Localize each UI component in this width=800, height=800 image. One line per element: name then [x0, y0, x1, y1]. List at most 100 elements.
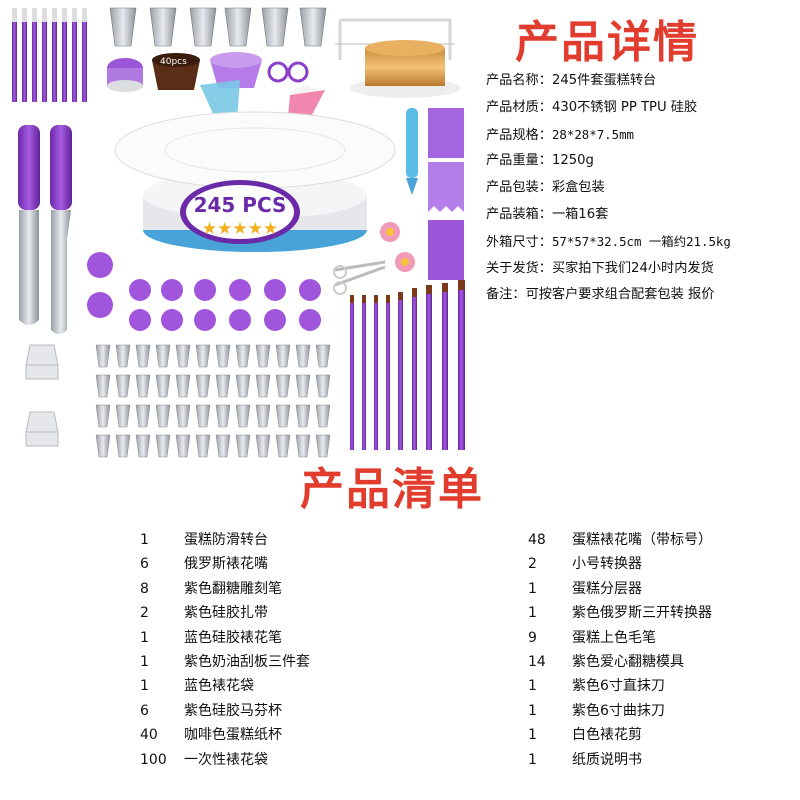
spec-value: 245件套蛋糕转台	[551, 73, 657, 88]
product-photo: 40pcs 245 PCS ★★★★★	[12, 7, 465, 458]
spec-row-packaging: 产品包装：彩盒包装	[486, 175, 800, 202]
list-item: 6 紫色硅胶马芬杯	[140, 699, 310, 723]
item-qty: 1	[528, 580, 537, 597]
spec-label: 产品包装：	[486, 180, 552, 196]
item-name: 蛋糕防滑转台	[184, 532, 268, 548]
flower-scissors	[333, 222, 415, 295]
item-name: 一次性裱花袋	[184, 751, 268, 768]
list-item: 6 俄罗斯裱花嘴	[140, 552, 310, 576]
item-qty: 2	[528, 556, 537, 573]
item-qty: 1	[140, 653, 149, 670]
fondant-molds	[87, 252, 321, 331]
list-title: 产品清单	[300, 464, 484, 515]
item-qty: 1	[140, 678, 149, 695]
cup-label: 40pcs	[160, 57, 187, 67]
blue-piping-pen	[406, 108, 418, 195]
item-name: 紫色硅胶马芬杯	[184, 702, 282, 719]
spec-label: 产品装箱：	[486, 206, 552, 222]
item-qty: 2	[140, 605, 149, 622]
item-qty: 1	[528, 678, 537, 695]
silicone-ties	[267, 61, 309, 83]
spec-label: 关于发货：	[486, 260, 552, 276]
item-qty: 6	[140, 702, 149, 719]
item-qty: 8	[140, 580, 149, 597]
item-name: 紫色翻糖雕刻笔	[184, 580, 282, 597]
spec-value: 买家拍下我们24小时内发货	[551, 260, 714, 276]
list-item: 9 蛋糕上色毛笔	[528, 626, 712, 650]
item-name: 小号转换器	[572, 556, 642, 573]
cream-scrapers	[428, 108, 464, 280]
item-name: 蓝色硅胶裱花笔	[184, 629, 282, 646]
item-name: 紫色6寸曲抹刀	[572, 702, 665, 719]
paint-brushes	[350, 280, 465, 450]
spatulas	[18, 125, 72, 334]
item-qty: 1	[528, 751, 537, 768]
spec-label: 产品材质：	[486, 99, 552, 115]
badge-text: 245 PCS	[194, 193, 287, 217]
item-name: 蓝色裱花袋	[184, 678, 254, 695]
list-item: 2 小号转换器	[528, 552, 712, 576]
spec-list: 产品名称：245件套蛋糕转台 产品材质：430不锈钢 PP TPU 硅胶 产品规…	[486, 68, 800, 309]
item-qty: 40	[140, 727, 158, 744]
item-qty: 14	[528, 653, 546, 670]
list-item: 1 蓝色裱花袋	[140, 674, 310, 698]
item-qty: 1	[528, 727, 537, 744]
cake	[350, 40, 460, 98]
list-item: 2 紫色硅胶扎带	[140, 601, 310, 625]
spec-row-name: 产品名称：245件套蛋糕转台	[486, 68, 800, 95]
item-name: 俄罗斯裱花嘴	[184, 556, 268, 573]
item-name: 蛋糕裱花嘴（带标号）	[572, 532, 712, 548]
detail-title: 产品详情	[515, 17, 699, 68]
spec-label: 外箱尺寸：	[486, 234, 552, 250]
silicone-cup	[210, 52, 262, 88]
small-couplers	[25, 344, 59, 447]
pcs-badge: 245 PCS ★★★★★	[180, 180, 300, 244]
badge-stars: ★★★★★	[202, 219, 278, 239]
fondant-pens	[12, 8, 87, 102]
item-name: 紫色俄罗斯三开转换器	[572, 605, 712, 622]
spec-value: 1250g	[551, 153, 594, 169]
item-name: 紫色6寸直抹刀	[572, 678, 665, 695]
item-name: 咖啡色蛋糕纸杯	[184, 727, 282, 744]
list-item: 1 蛋糕分层器	[528, 577, 712, 601]
spec-value: 57*57*32.5cm 一箱约21.5kg	[551, 233, 731, 249]
item-name: 紫色硅胶扎带	[184, 605, 268, 622]
spec-row-shipping: 关于发货：买家拍下我们24小时内发货	[486, 256, 800, 283]
item-qty: 100	[140, 751, 167, 768]
spec-value: 彩盒包装	[551, 180, 605, 196]
numbered-tips	[95, 344, 331, 458]
item-qty: 1	[140, 532, 149, 548]
list-item: 40 咖啡色蛋糕纸杯	[140, 723, 310, 747]
spec-label: 备注：	[486, 287, 526, 303]
list-item: 1 蛋糕防滑转台	[140, 528, 310, 552]
paper-cups: 40pcs	[152, 53, 200, 90]
spec-value: 可按客户要求组合配套包装 报价	[525, 287, 715, 303]
spec-row-weight: 产品重量：1250g	[486, 148, 800, 175]
item-qty: 6	[140, 556, 149, 573]
spec-label: 产品规格：	[486, 127, 552, 143]
spec-value: 430不锈钢 PP TPU 硅胶	[551, 99, 698, 115]
item-name: 蛋糕上色毛笔	[572, 629, 656, 646]
list-item: 8 紫色翻糖雕刻笔	[140, 577, 310, 601]
spec-value: 28*28*7.5mm	[551, 126, 634, 142]
list-item: 100 一次性裱花袋	[140, 748, 310, 772]
spec-row-carton: 产品装箱：一箱16套	[486, 202, 800, 229]
item-qty: 48	[528, 532, 546, 548]
spec-row-note: 备注：可按客户要求组合配套包装 报价	[486, 282, 800, 309]
item-list-left: 1 蛋糕防滑转台 6 俄罗斯裱花嘴 8 紫色翻糖雕刻笔 2 紫色硅胶扎带 1 蓝色硅胶裱花…	[140, 528, 310, 772]
item-name: 蛋糕分层器	[572, 580, 642, 597]
list-item: 1 蓝色硅胶裱花笔	[140, 626, 310, 650]
spec-row-carton-size: 外箱尺寸：57*57*32.5cm 一箱约21.5kg	[486, 229, 800, 256]
spec-row-material: 产品材质：430不锈钢 PP TPU 硅胶	[486, 95, 800, 122]
list-item: 48 蛋糕裱花嘴（带标号）	[528, 528, 712, 552]
spec-label: 产品重量：	[486, 153, 552, 169]
item-name: 白色裱花剪	[572, 727, 642, 744]
item-qty: 1	[140, 629, 149, 646]
item-qty: 9	[528, 629, 537, 646]
